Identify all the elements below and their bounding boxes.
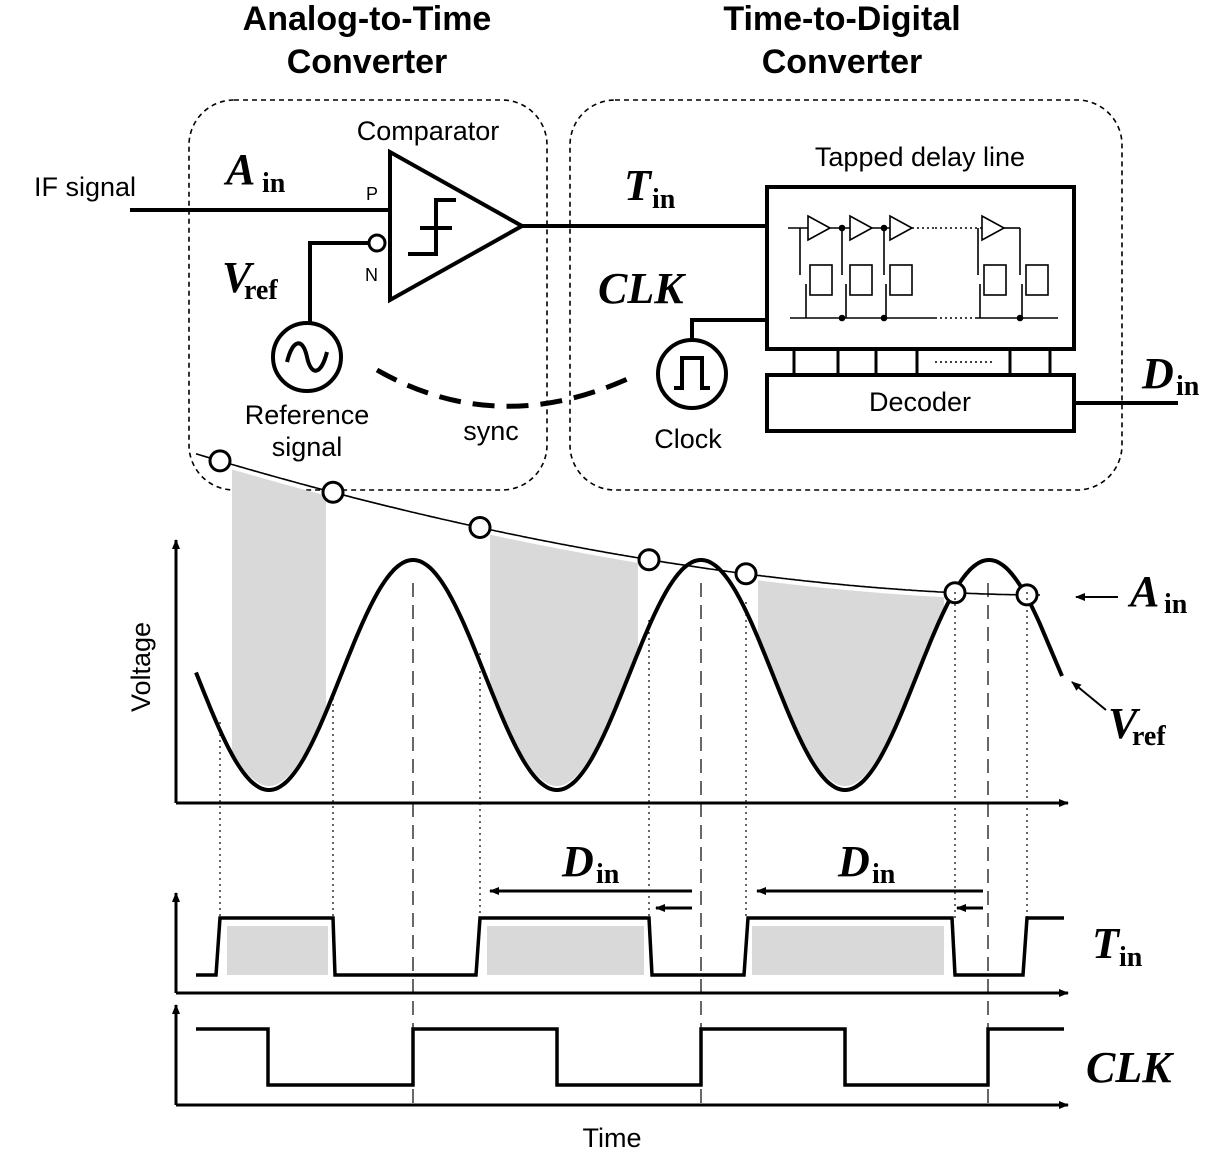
crossing-marker bbox=[1015, 583, 1039, 607]
atc-title-line2: Converter bbox=[287, 43, 448, 81]
clk-label-plot: CLK bbox=[1086, 1043, 1174, 1092]
svg-text:in: in bbox=[596, 859, 620, 890]
delay-line-taps bbox=[792, 349, 1052, 375]
crossing-guides bbox=[219, 592, 1028, 918]
v-ref-label-top: V ref bbox=[222, 253, 278, 306]
voltage-plot-axes bbox=[172, 539, 1069, 807]
t-in-label-top: T in bbox=[624, 161, 676, 215]
svg-text:ref: ref bbox=[1132, 721, 1166, 752]
svg-text:in: in bbox=[872, 859, 896, 890]
a-in-label-top: A in bbox=[223, 145, 286, 199]
shaded-region-1 bbox=[232, 469, 326, 786]
decoder-block bbox=[765, 373, 1076, 433]
svg-text:in: in bbox=[1176, 371, 1200, 402]
svg-text:A: A bbox=[1127, 567, 1159, 616]
svg-text:T: T bbox=[624, 161, 653, 210]
d-in-measurement-1: D in bbox=[489, 837, 692, 912]
crossing-marker bbox=[637, 548, 661, 572]
svg-text:T: T bbox=[1092, 919, 1121, 968]
svg-text:A: A bbox=[223, 145, 255, 194]
reference-signal-label-line2: signal bbox=[272, 432, 343, 462]
atc-title-line1: Analog-to-Time bbox=[243, 0, 492, 38]
time-axis-label: Time bbox=[583, 1123, 642, 1153]
d-in-measurement-2: D in bbox=[756, 837, 983, 912]
shaded-region-2 bbox=[490, 534, 638, 786]
pulse-icon bbox=[674, 356, 710, 390]
svg-text:in: in bbox=[1164, 589, 1188, 620]
svg-text:D: D bbox=[1141, 349, 1174, 398]
svg-text:V: V bbox=[222, 253, 255, 302]
v-ref-curve bbox=[194, 558, 1064, 792]
crossing-marker bbox=[734, 562, 758, 586]
tdc-box bbox=[569, 99, 1123, 491]
pin-p-label: P bbox=[366, 184, 378, 204]
svg-text:in: in bbox=[1119, 942, 1143, 973]
crossing-marker bbox=[208, 449, 232, 473]
clk-label-top: CLK bbox=[598, 264, 686, 313]
t-in-shading bbox=[227, 926, 944, 975]
crossing-marker bbox=[321, 480, 345, 504]
svg-text:in: in bbox=[652, 184, 676, 215]
comparator-symbol bbox=[388, 148, 527, 304]
d-in-label-top: D in bbox=[1141, 349, 1200, 402]
hysteresis-icon bbox=[408, 198, 456, 256]
tdc-title-line1: Time-to-Digital bbox=[723, 0, 960, 38]
shaded-region-3 bbox=[758, 580, 944, 786]
t-in-label-plot: T in bbox=[1092, 919, 1143, 973]
svg-text:V: V bbox=[1108, 699, 1141, 748]
comparator-label: Comparator bbox=[357, 116, 500, 146]
v-ref-pointer bbox=[1071, 681, 1107, 711]
v-ref-label-plot: V ref bbox=[1108, 699, 1166, 752]
clk-waveform bbox=[196, 1027, 1064, 1087]
clock-label: Clock bbox=[654, 424, 722, 454]
t-in-axes bbox=[172, 892, 1069, 997]
inverting-input-bubble bbox=[367, 233, 387, 253]
sync-label: sync bbox=[463, 416, 519, 446]
a-in-label-plot: A in bbox=[1127, 567, 1188, 620]
decoder-label: Decoder bbox=[869, 387, 971, 417]
tdc-title-line2: Converter bbox=[762, 43, 923, 81]
pin-n-label: N bbox=[365, 265, 378, 285]
crossing-markers bbox=[208, 449, 1039, 607]
sync-link bbox=[375, 367, 638, 409]
svg-text:D: D bbox=[837, 837, 870, 886]
voltage-axis-label: Voltage bbox=[126, 622, 156, 712]
sine-wave-icon bbox=[285, 341, 329, 373]
clk-axes bbox=[172, 1004, 1069, 1109]
svg-text:in: in bbox=[262, 168, 286, 199]
svg-text:ref: ref bbox=[244, 275, 278, 306]
atc-box bbox=[188, 99, 548, 491]
t-in-waveform bbox=[196, 916, 1064, 977]
crossing-marker bbox=[468, 516, 492, 539]
svg-text:D: D bbox=[561, 837, 594, 886]
clock-source-icon bbox=[656, 338, 728, 410]
vref-wire bbox=[308, 241, 369, 330]
reference-signal-label-line1: Reference bbox=[245, 400, 370, 430]
delay-line-schematic bbox=[788, 214, 1058, 322]
if-signal-label: IF signal bbox=[34, 172, 136, 202]
tapped-delay-line-label: Tapped delay line bbox=[815, 142, 1025, 172]
